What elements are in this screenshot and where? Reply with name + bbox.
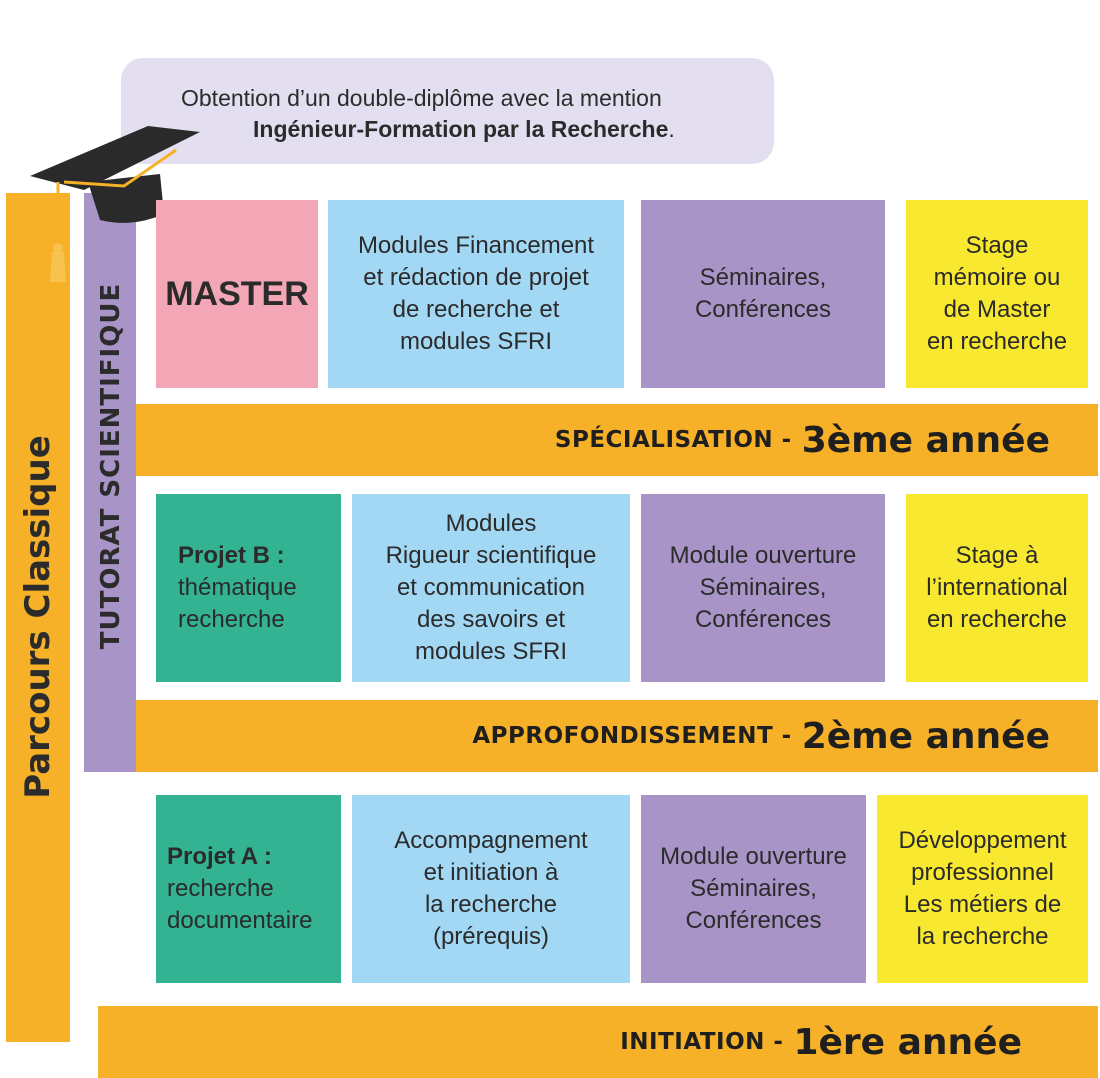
specialisation-band: SPÉCIALISATION - 3ème année	[136, 404, 1098, 476]
banner-mention: Ingénieur-Formation par la Recherche	[253, 116, 669, 142]
projet-b-box: Projet B : thématique recherche	[156, 494, 341, 682]
year3-modules-text: Modules Financement et rédaction de proj…	[357, 232, 595, 355]
year2-ouverture-box: Module ouverture Séminaires, Conférences	[641, 494, 885, 682]
banner-period: .	[668, 116, 675, 142]
projet-a-content: Projet A : recherche documentaire	[167, 841, 312, 937]
approfondissement-label: APPROFONDISSEMENT -	[472, 723, 792, 749]
year1-accompagnement-text: Accompagnement et initiation à la recher…	[394, 827, 588, 950]
banner-line-1: Obtention d’un double-diplôme avec la me…	[181, 85, 662, 111]
year1-ouverture-box: Module ouverture Séminaires, Conférences	[641, 795, 866, 983]
banner-line-2: Ingénieur-Formation par la Recherche.	[253, 115, 675, 143]
year1-ouverture-text: Module ouverture Séminaires, Conférences	[660, 843, 847, 934]
year2-modules-box: Modules Rigueur scientifique et communic…	[352, 494, 630, 682]
tutorat-label: TUTORAT SCIENTIFIQUE	[96, 282, 126, 650]
projet-b-content: Projet B : thématique recherche	[178, 540, 297, 636]
year3-stage-text: Stage mémoire ou de Master en recherche	[926, 232, 1068, 355]
diploma-banner	[121, 58, 774, 164]
year2-stage-box: Stage à l’international en recherche	[906, 494, 1088, 682]
master-label: MASTER	[165, 275, 309, 313]
year2-ouverture-text: Module ouverture Séminaires, Conférences	[669, 542, 857, 633]
projet-a-subtitle: recherche documentaire	[167, 875, 313, 934]
projet-a-title: Projet A :	[167, 843, 272, 870]
graduation-cap-icon	[30, 126, 200, 282]
projet-a-box: Projet A : recherche documentaire	[156, 795, 341, 983]
projet-b-title: Projet B :	[178, 542, 285, 569]
specialisation-year: 3ème année	[801, 419, 1050, 461]
initiation-year: 1ère année	[793, 1021, 1022, 1063]
year1-dev-text: Développement professionnel Les métiers …	[898, 827, 1067, 950]
year3-stage-box: Stage mémoire ou de Master en recherche	[906, 200, 1088, 388]
parcours-classique-bar	[6, 193, 70, 1042]
year2-stage-text: Stage à l’international en recherche	[926, 542, 1068, 633]
year3-modules-box: Modules Financement et rédaction de proj…	[328, 200, 624, 388]
initiation-band: INITIATION - 1ère année	[98, 1006, 1098, 1078]
year3-seminaires-box: Séminaires, Conférences	[641, 200, 885, 388]
initiation-label: INITIATION -	[620, 1029, 784, 1055]
approfondissement-year: 2ème année	[801, 715, 1050, 757]
year2-modules-text: Modules Rigueur scientifique et communic…	[385, 510, 597, 665]
tutorat-bar	[84, 193, 136, 772]
master-box: MASTER	[156, 200, 318, 388]
specialisation-label: SPÉCIALISATION -	[554, 427, 792, 453]
parcours-classique-label: Parcours Classique	[18, 435, 58, 799]
year1-accompagnement-box: Accompagnement et initiation à la recher…	[352, 795, 630, 983]
projet-b-subtitle: thématique recherche	[178, 574, 297, 633]
year3-seminaires-text: Séminaires, Conférences	[694, 264, 832, 323]
approfondissement-band: APPROFONDISSEMENT - 2ème année	[136, 700, 1098, 772]
year1-dev-box: Développement professionnel Les métiers …	[877, 795, 1088, 983]
